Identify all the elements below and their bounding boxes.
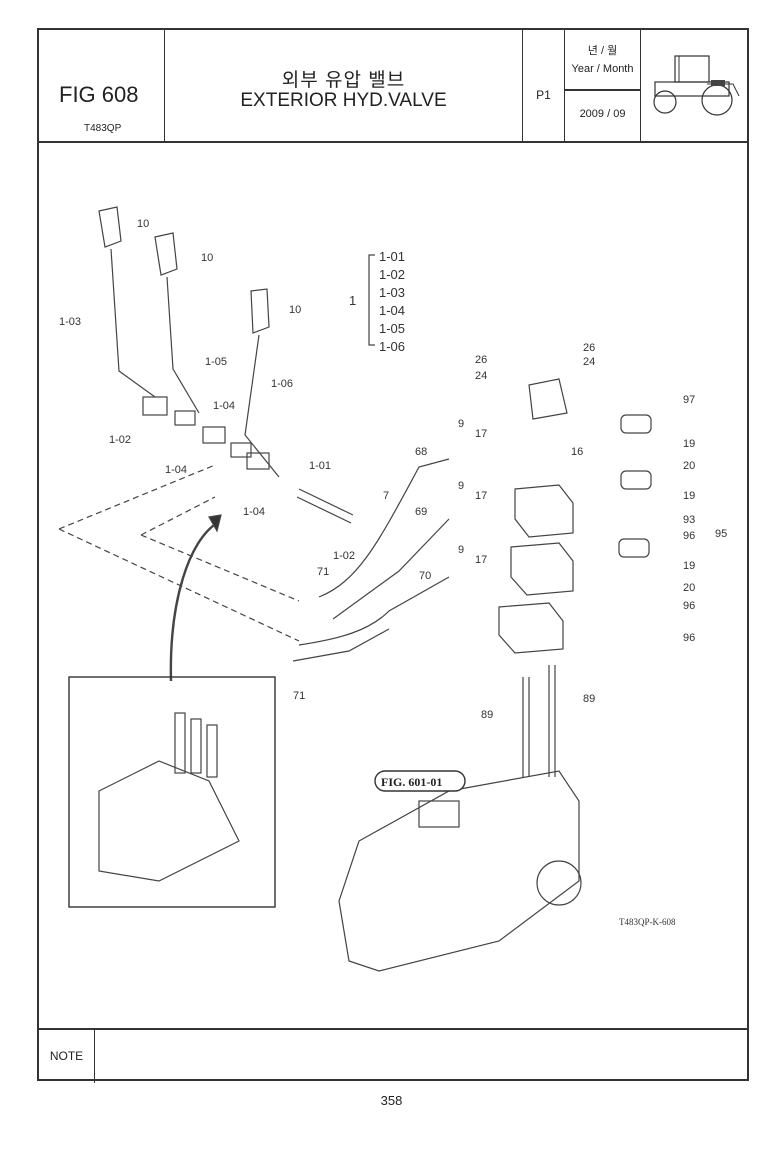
group-item: 1-03 bbox=[379, 285, 405, 300]
callout-label: 96 bbox=[683, 530, 695, 542]
callout-label: 16 bbox=[571, 446, 583, 458]
callout-label: 69 bbox=[415, 506, 427, 518]
group-item: 1-05 bbox=[379, 321, 405, 336]
callout-label: 10 bbox=[201, 252, 213, 264]
title-korean: 외부 유압 밸브 bbox=[281, 70, 406, 91]
fig-reference-label: FIG. 601-01 bbox=[381, 775, 442, 789]
callout-label: 19 bbox=[683, 560, 695, 572]
tractor-icon bbox=[653, 55, 740, 116]
page-label: P1 bbox=[536, 88, 551, 102]
callout-label: 19 bbox=[683, 490, 695, 502]
fig-label: FIG 608 bbox=[59, 82, 139, 107]
callout-label: 93 bbox=[683, 514, 695, 526]
callout-label: 17 bbox=[475, 554, 487, 566]
callout-label: 1-05 bbox=[205, 356, 227, 368]
callout-label: 9 bbox=[458, 480, 464, 492]
date-divider bbox=[565, 89, 640, 91]
callout-label: 70 bbox=[419, 570, 431, 582]
callout-label: 1-02 bbox=[109, 434, 131, 446]
callout-label: 9 bbox=[458, 418, 464, 430]
exploded-parts-diagram: 10 10 10 1-03 1-05 1-06 1-04 1-02 1-04 1… bbox=[58, 206, 727, 972]
note-label: NOTE bbox=[39, 1030, 95, 1083]
callout-label: 95 bbox=[715, 528, 727, 540]
page-number: 358 bbox=[380, 1093, 403, 1108]
callout-label: 71 bbox=[293, 690, 305, 702]
page-frame: FIG 608 T483QP 외부 유압 밸브 EXTERIOR HYD.VAL… bbox=[37, 28, 749, 1083]
callout-label: 10 bbox=[137, 218, 149, 230]
thumbnail-cell bbox=[641, 30, 749, 141]
callout-label: 96 bbox=[683, 632, 695, 644]
callout-label: 97 bbox=[683, 394, 695, 406]
callout-label: 24 bbox=[475, 370, 487, 382]
callout-label: 89 bbox=[583, 693, 595, 705]
callout-label: 17 bbox=[475, 428, 487, 440]
callout-label: 24 bbox=[583, 356, 595, 368]
group-item: 1-01 bbox=[379, 249, 405, 264]
callout-label: 1-02 bbox=[333, 550, 355, 562]
callout-label: 1-04 bbox=[213, 400, 235, 412]
callout-label: 1-04 bbox=[243, 506, 265, 518]
callout-label: 71 bbox=[317, 566, 329, 578]
callout-label: 1-04 bbox=[165, 464, 187, 476]
callout-label: 9 bbox=[458, 544, 464, 556]
model-label: T483QP bbox=[84, 123, 122, 134]
title-english: EXTERIOR HYD.VALVE bbox=[240, 90, 447, 111]
header: FIG 608 T483QP 외부 유압 밸브 EXTERIOR HYD.VAL… bbox=[39, 30, 747, 143]
group-item: 1-06 bbox=[379, 339, 405, 354]
year-month-english: Year / Month bbox=[571, 63, 634, 75]
callout-label: 68 bbox=[415, 446, 427, 458]
date-cell: 년 / 월 Year / Month 2009 / 09 bbox=[565, 30, 641, 141]
year-month-korean: 년 / 월 bbox=[587, 45, 618, 57]
group-item: 1-04 bbox=[379, 303, 405, 318]
fig-cell: FIG 608 T483QP bbox=[39, 30, 165, 141]
group-item: 1-02 bbox=[379, 267, 405, 282]
callout-label: 7 bbox=[383, 490, 389, 502]
callout-label: 1-03 bbox=[59, 316, 81, 328]
callout-label: 96 bbox=[683, 600, 695, 612]
callout-label: 1-01 bbox=[309, 460, 331, 472]
note-section: NOTE bbox=[39, 1028, 747, 1083]
callout-label: 26 bbox=[475, 354, 487, 366]
callout-label: 17 bbox=[475, 490, 487, 502]
callout-label: 20 bbox=[683, 460, 695, 472]
group-number: 1 bbox=[349, 293, 356, 308]
callout-label: 1-06 bbox=[271, 378, 293, 390]
callout-label: 10 bbox=[289, 304, 301, 316]
year-month-value: 2009 / 09 bbox=[579, 108, 626, 120]
fig-reference-box bbox=[374, 770, 466, 792]
title-cell: 외부 유압 밸브 EXTERIOR HYD.VALVE bbox=[165, 30, 523, 141]
callout-label: 20 bbox=[683, 582, 695, 594]
callout-label: 19 bbox=[683, 438, 695, 450]
page-cell: P1 bbox=[523, 30, 565, 141]
callout-label: 26 bbox=[583, 342, 595, 354]
drawing-code: T483QP-K-608 bbox=[619, 917, 676, 927]
callout-label: 89 bbox=[481, 709, 493, 721]
